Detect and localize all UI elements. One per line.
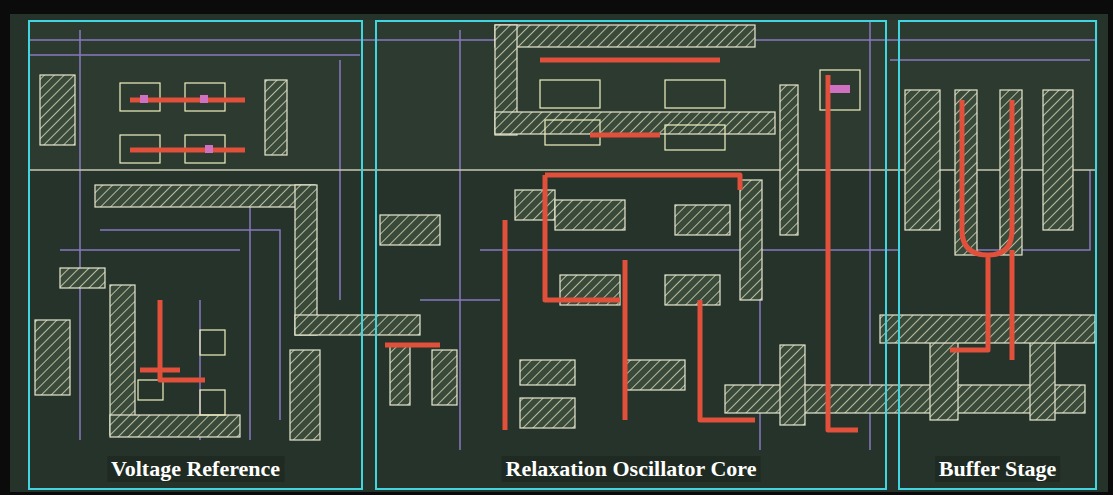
circuit-block: Relaxation Oscillator Core <box>375 20 887 490</box>
block-label: Buffer Stage <box>935 456 1061 482</box>
block-label: Voltage Reference <box>107 456 284 482</box>
circuit-block: Buffer Stage <box>898 20 1097 490</box>
block-label: Relaxation Oscillator Core <box>502 456 761 482</box>
circuit-block: Voltage Reference <box>28 20 363 490</box>
